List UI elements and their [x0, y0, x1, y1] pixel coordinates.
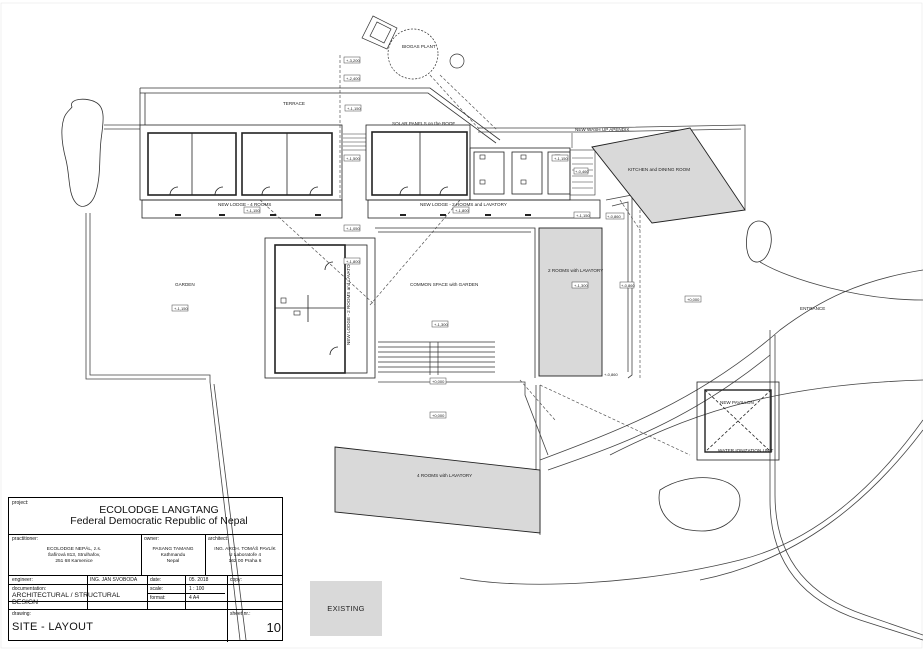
level-4: +-1,500 — [346, 156, 360, 161]
level-11: +-1,300 — [434, 322, 448, 327]
level-5: +-1,150 — [246, 208, 260, 213]
architect-line-3: 162 00 Praha 6 — [228, 559, 262, 564]
level-9: +-1,150 — [174, 306, 188, 311]
architect-line-1: ING. ARCH. TOMÁŠ PAVLÍK — [214, 547, 276, 552]
practitioner-line-2: Šafírová 813, Strulhafov, — [47, 553, 101, 558]
label-biogas: BIOGAS PLANT — [402, 44, 436, 49]
level-labels: +-3,200 +-2,400 +-1,150 +-1,500 +-1,150 … — [174, 58, 700, 418]
level-17: +-0,460 — [575, 169, 589, 174]
stairs-top — [343, 133, 366, 151]
drawing-value: SITE - LAYOUT — [12, 621, 94, 633]
lodge-2-posts — [400, 214, 531, 216]
level-20: +-0,860 — [604, 372, 618, 377]
architect-line-2: U Laboratoře 4 — [229, 553, 261, 558]
level-10: +-1,150 — [576, 213, 590, 218]
label-solar: SOLAR PANELS on the ROOF — [392, 121, 455, 126]
label-rooms4: 4 ROOMS with LAVATORY — [417, 473, 472, 478]
label-common: COMMON SPACE with GARDEN — [410, 282, 478, 287]
label-wash: NEW WASH UP APENDIX — [575, 127, 629, 132]
level-1: +-3,200 — [346, 58, 360, 63]
format-caption: format: — [150, 595, 166, 601]
drawing-caption: drawing: — [12, 611, 31, 617]
label-lodge2: NEW LODGE - 2 ROOMS and LAVATORY — [420, 202, 507, 207]
engineer-caption: engineer: — [12, 577, 33, 583]
label-lodge2-vertical: NEW LODGE - 2 ROOMS and LAVATORY — [346, 258, 351, 345]
practitioner-line-3: 251 68 Kamenice — [55, 559, 93, 564]
owner-line-3: Nepal — [166, 559, 180, 564]
stairs-central — [378, 341, 495, 375]
project-caption: project: — [12, 500, 29, 506]
sheet-caption: sheet nr.: — [230, 611, 251, 617]
level-15: +0,000 — [687, 297, 700, 302]
lavatory-fixtures — [479, 154, 561, 185]
level-18: +-0,860 — [607, 214, 621, 219]
label-lodge4: NEW LODGE - 4 ROOMS — [218, 202, 271, 207]
owner-line-1: PASANG TAMANG — [152, 547, 194, 552]
four-rooms-lavatory — [334, 446, 541, 534]
sheet-number: 10 — [266, 620, 281, 635]
wash-appendix — [569, 133, 596, 196]
owner-line-2: Kathmandu — [160, 553, 186, 558]
practitioner-line-1: ECOLODGE NEPÁL, z.s. — [46, 547, 102, 552]
copy-caption: copy: — [230, 577, 242, 583]
common-space — [375, 227, 536, 378]
date-caption: date: — [150, 577, 162, 583]
site-outline — [85, 124, 746, 641]
format-value: 4 A4 — [189, 595, 200, 601]
label-kitchen: KITCHEN and DINING ROOM — [628, 167, 690, 172]
title-block: project: ECOLODGE LANGTANG Federal Democ… — [8, 497, 283, 642]
project-subtitle: Federal Democratic Republic of Nepal — [70, 515, 248, 527]
level-14: +0,000 — [432, 413, 445, 418]
biogas-plant — [361, 15, 465, 80]
two-rooms-lavatory — [538, 227, 603, 377]
practitioner-caption: practitioner: — [12, 536, 39, 542]
level-8: +-1,800 — [346, 259, 360, 264]
level-13: +0,000 — [432, 379, 445, 384]
level-2: +-2,400 — [346, 76, 360, 81]
date-value: 05. 2018 — [189, 577, 209, 583]
engineer-name: ING. JAN SVOBODA — [90, 577, 138, 583]
label-rooms2: 2 ROOMS with LAVATORY — [548, 268, 603, 273]
level-6: +-1,800 — [455, 208, 469, 213]
architect-caption: architect: — [208, 536, 229, 542]
tree-left — [61, 98, 104, 207]
lodge-vertical — [264, 237, 376, 379]
lodge-vertical-fixtures — [280, 297, 301, 316]
lodge-4-rooms — [139, 124, 343, 219]
label-pavilion: NEW PAVILLON — [720, 400, 754, 405]
documentation-value: ARCHITECTURAL / STRUCTURAL DESIGN — [12, 592, 120, 606]
label-garden: GARDEN — [175, 282, 195, 287]
owner-caption: owner: — [144, 536, 160, 542]
project-name: ECOLODGE LANGTANG — [99, 504, 219, 516]
lodge-4-posts — [175, 214, 321, 216]
label-terrace: TERRACE — [283, 101, 305, 106]
new-pavilion — [696, 381, 780, 461]
scale-caption: scale: — [150, 586, 164, 592]
label-water: WATER IONIZATION UNIT — [718, 448, 773, 453]
label-entrance: ENTRANCE — [800, 306, 825, 311]
dashed-lines — [259, 55, 691, 456]
legend-existing-label: EXISTING — [327, 604, 365, 613]
legend-existing: EXISTING — [310, 581, 382, 636]
level-12: +-1,300 — [574, 283, 588, 288]
level-19: +-0,860 — [621, 283, 635, 288]
terrace — [139, 87, 501, 144]
level-7: +-1,050 — [346, 226, 360, 231]
level-16: +-1,150 — [554, 156, 568, 161]
kitchen-dining — [591, 127, 746, 224]
rock — [658, 477, 741, 532]
documentation-caption: documentation: — [12, 586, 47, 592]
tree-right — [746, 220, 772, 263]
road — [459, 261, 923, 641]
lodge-2-rooms — [365, 124, 601, 219]
scale-value: 1 : 100 — [189, 586, 205, 592]
level-3: +-1,150 — [347, 106, 361, 111]
level-markers — [171, 56, 702, 419]
